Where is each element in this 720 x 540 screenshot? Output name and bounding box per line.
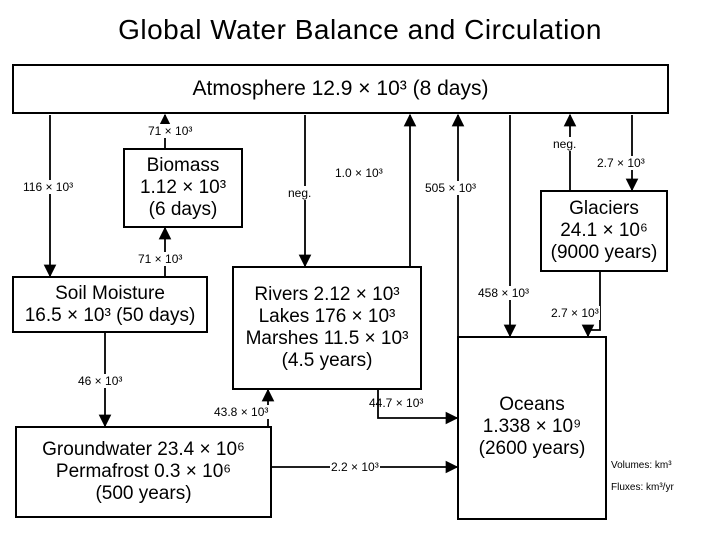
flux-biomass-to-atmosphere: 71 × 10³ [147,124,194,138]
permafrost-label: Permafrost 0.3 × 10⁶ [55,461,232,482]
flux-glaciers-to-oceans: 2.7 × 10³ [550,306,600,320]
arrow-rivers-to-oceans [377,390,459,425]
flux-rivers-to-atmosphere: 1.0 × 10³ [334,166,384,180]
atmosphere-box: Atmosphere 12.9 × 10³ (8 days) [12,64,669,114]
biomass-residence: (6 days) [148,199,218,220]
legend-volumes: Volumes: km³ [611,460,672,471]
groundwater-residence: (500 years) [95,483,192,504]
diagram-title: Global Water Balance and Circulation [118,14,602,45]
flux-groundwater-to-rivers: 43.8 × 10³ [213,405,270,419]
flux-atmosphere-to-rivers: neg. [287,186,313,200]
lakes-label: Lakes 176 × 10³ [258,306,396,327]
soil-moisture-name: Soil Moisture [55,282,165,304]
rivers-label: Rivers 2.12 × 10³ [254,284,400,305]
flux-soil-to-biomass: 71 × 10³ [137,252,184,266]
flux-soil-to-groundwater: 46 × 10³ [77,374,124,388]
oceans-residence: (2600 years) [478,438,586,459]
flux-atmosphere-to-soil: 116 × 10³ [22,180,75,194]
atmosphere-label: Atmosphere 12.9 × 10³ (8 days) [192,77,489,100]
soil-moisture-volume: 16.5 × 10³ (50 days) [24,304,196,326]
flux-atmosphere-to-glaciers: 2.7 × 10³ [596,156,646,170]
marshes-label: Marshes 11.5 × 10³ [245,328,409,349]
biomass-name: Biomass [146,155,220,176]
biomass-box: Biomass 1.12 × 10³ (6 days) [123,148,243,228]
flux-glaciers-to-atmosphere: neg. [552,137,578,151]
flux-atmosphere-to-oceans: 458 × 10³ [477,286,531,300]
legend-fluxes: Fluxes: km³/yr [611,482,674,493]
groundwater-label: Groundwater 23.4 × 10⁶ [42,439,245,460]
flux-rivers-to-oceans: 44.7 × 10³ [369,396,424,410]
glaciers-name: Glaciers [569,198,639,219]
flux-oceans-to-atmosphere: 505 × 10³ [424,181,478,195]
flux-groundwater-to-oceans: 2.2 × 10³ [330,460,380,474]
arrow-glaciers-to-oceans [581,272,601,338]
glaciers-residence: (9000 years) [550,242,658,263]
groundwater-box: Groundwater 23.4 × 10⁶ Permafrost 0.3 × … [15,426,272,518]
oceans-box: Oceans 1.338 × 10⁹ (2600 years) [457,336,607,520]
biomass-volume: 1.12 × 10³ [139,177,227,198]
surface-water-box: Rivers 2.12 × 10³ Lakes 176 × 10³ Marshe… [232,266,422,390]
glaciers-volume: 24.1 × 10⁶ [560,220,648,241]
surface-water-residence: (4.5 years) [281,350,373,371]
glaciers-box: Glaciers 24.1 × 10⁶ (9000 years) [540,190,668,272]
oceans-name: Oceans [499,394,565,415]
soil-moisture-box: Soil Moisture 16.5 × 10³ (50 days) [12,276,208,333]
oceans-volume: 1.338 × 10⁹ [482,416,582,437]
